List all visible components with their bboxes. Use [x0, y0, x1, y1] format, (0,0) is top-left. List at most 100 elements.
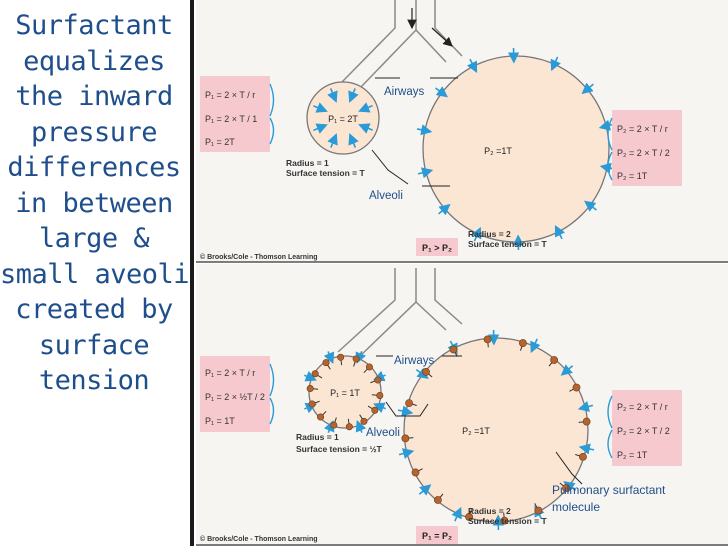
alveoli-leader: [371, 149, 450, 187]
pressure-arrow: [577, 401, 594, 412]
surfactant-molecule: [405, 399, 413, 408]
alveoli-label: Alveoli: [369, 190, 403, 202]
pressure-arrow: [550, 56, 561, 72]
formula-box-right: P₂ = 2 × T / r P₂ = 2 × T / 2 P₂ = 1T: [607, 390, 682, 466]
pressure-arrow: [397, 405, 414, 417]
pressure-arrow: [554, 225, 566, 240]
large-alveolus-arrows: [416, 48, 616, 250]
pressure-arrow: [466, 58, 478, 73]
title-line: created by: [15, 294, 173, 325]
pressure-arrow: [313, 102, 328, 113]
pressure-arrow: [417, 167, 434, 179]
large-pressure-label: P₂ =1T: [484, 146, 512, 156]
surfactant-molecule: [317, 413, 325, 421]
bottom-panel: P₁ = 1T P₂ =1T P₁ = 2 × T / r P₁ = 2 × ½…: [196, 264, 728, 546]
small-alveolus: [308, 355, 382, 429]
small-radius-label: Radius = 1: [296, 432, 339, 442]
airways-label: Airways: [384, 86, 425, 98]
pressure-arrow: [530, 338, 541, 354]
title-line: pressure: [30, 116, 158, 148]
comparison-label: P₁ > P₂: [422, 243, 452, 253]
pressure-arrow: [398, 448, 415, 459]
title-line: the inward: [15, 81, 173, 112]
surfactant-molecule: [582, 417, 591, 426]
formula-arrows: [607, 117, 613, 181]
pressure-arrow: [598, 119, 615, 131]
formula-line: P₂ = 2 × T / 2: [617, 426, 670, 436]
pressure-arrow: [358, 123, 373, 134]
alveoli-label: Alveoli: [366, 427, 400, 439]
pressure-arrow: [435, 86, 448, 98]
title-line: large &: [38, 223, 150, 254]
small-pressure-label: P₁ = 2T: [328, 114, 358, 124]
formula-box-background: [612, 390, 682, 466]
surfactant-molecule: [374, 376, 382, 384]
surfactant-leader: [555, 451, 583, 485]
title-line: equalizes: [23, 45, 165, 77]
title-line: surface: [38, 329, 150, 361]
surfactant-molecule: [371, 406, 379, 414]
formula-box-background: [200, 76, 270, 152]
formula-line: P₁ = 2 × T / r: [205, 368, 255, 378]
pressure-arrow: [323, 351, 335, 364]
formula-box-right: P₂ = 2 × T / r P₂ = 2 × T / 2 P₂ = 1T: [607, 110, 682, 186]
surfactant-molecule: [534, 506, 543, 515]
surfactant-molecule: [365, 363, 373, 371]
comparison-label: P₁ = P₂: [422, 531, 452, 541]
divider-bar: [190, 0, 194, 546]
small-radius-label: Radius = 1: [286, 158, 329, 168]
surfactant-molecule: [306, 385, 314, 393]
surfactant-molecule: [308, 400, 316, 408]
surfactant-molecule: [330, 421, 338, 429]
pressure-arrow: [471, 226, 482, 242]
surfactant-label-line1: Pulmonary surfactant: [552, 483, 666, 497]
formula-line: P₁ = 2 × T / 1: [205, 114, 257, 124]
surfactant-molecule: [352, 355, 360, 363]
title-line: tension: [38, 365, 150, 396]
surfactant-molecule: [433, 496, 442, 504]
pressure-arrow: [303, 371, 317, 382]
pressure-arrow: [418, 484, 432, 496]
pressure-arrow: [358, 102, 373, 113]
small-pressure-label: P₁ = 1T: [330, 388, 360, 398]
large-radius-label: Radius = 2: [468, 506, 511, 516]
surfactant-molecule: [579, 452, 587, 461]
surfactant-molecule: [449, 345, 458, 354]
formula-line: P₁ = 2T: [205, 137, 235, 147]
surfactant-molecule: [311, 370, 319, 378]
airway-tubes: [337, 268, 463, 359]
pressure-arrow: [327, 133, 338, 148]
airway-tubes: [341, 0, 463, 89]
formula-line: P₁ = 2 × T / r: [205, 90, 255, 100]
formula-line: P₂ = 1T: [617, 450, 648, 460]
title-line: Surfactant: [15, 10, 173, 41]
slide-title: Surfactant equalizes the inward pressure…: [0, 8, 190, 399]
pressure-arrow: [578, 443, 595, 455]
copyright-credit: © Brooks/Cole - Thomson Learning: [200, 535, 318, 543]
large-pressure-label: P₂ =1T: [462, 426, 490, 436]
formula-arrows: [607, 395, 613, 459]
surfactant-molecule: [572, 383, 581, 392]
formula-box-background: [612, 110, 682, 186]
comparison-box: [416, 238, 458, 256]
large-radius-label: Radius = 2: [468, 229, 511, 239]
title-line: differences: [7, 152, 181, 183]
surfactant-molecule: [422, 367, 430, 376]
surfactant-molecule: [360, 417, 368, 425]
formula-line: P₂ = 2 × T / r: [617, 402, 668, 412]
airflow-arrow: [431, 27, 453, 47]
large-tension-label: Surface tension = T: [468, 239, 547, 249]
surfactant-molecule: [376, 391, 384, 399]
pressure-arrow: [451, 506, 462, 522]
surfactant-molecule: [345, 423, 353, 431]
surfactant-molecule: [401, 434, 410, 443]
surfactant-molecule: [500, 516, 509, 525]
surfactant-label-line2: molecule: [552, 500, 600, 514]
large-alveolus-surfactant: [401, 335, 591, 525]
formula-line: P₂ = 2 × T / r: [617, 124, 668, 134]
pressure-arrow: [581, 82, 594, 95]
formula-box-left: P₁ = 2 × T / r P₁ = 2 × T / 1 P₁ = 2T: [200, 76, 275, 152]
pressure-arrow: [438, 203, 451, 216]
surfactant-molecule: [411, 468, 420, 477]
